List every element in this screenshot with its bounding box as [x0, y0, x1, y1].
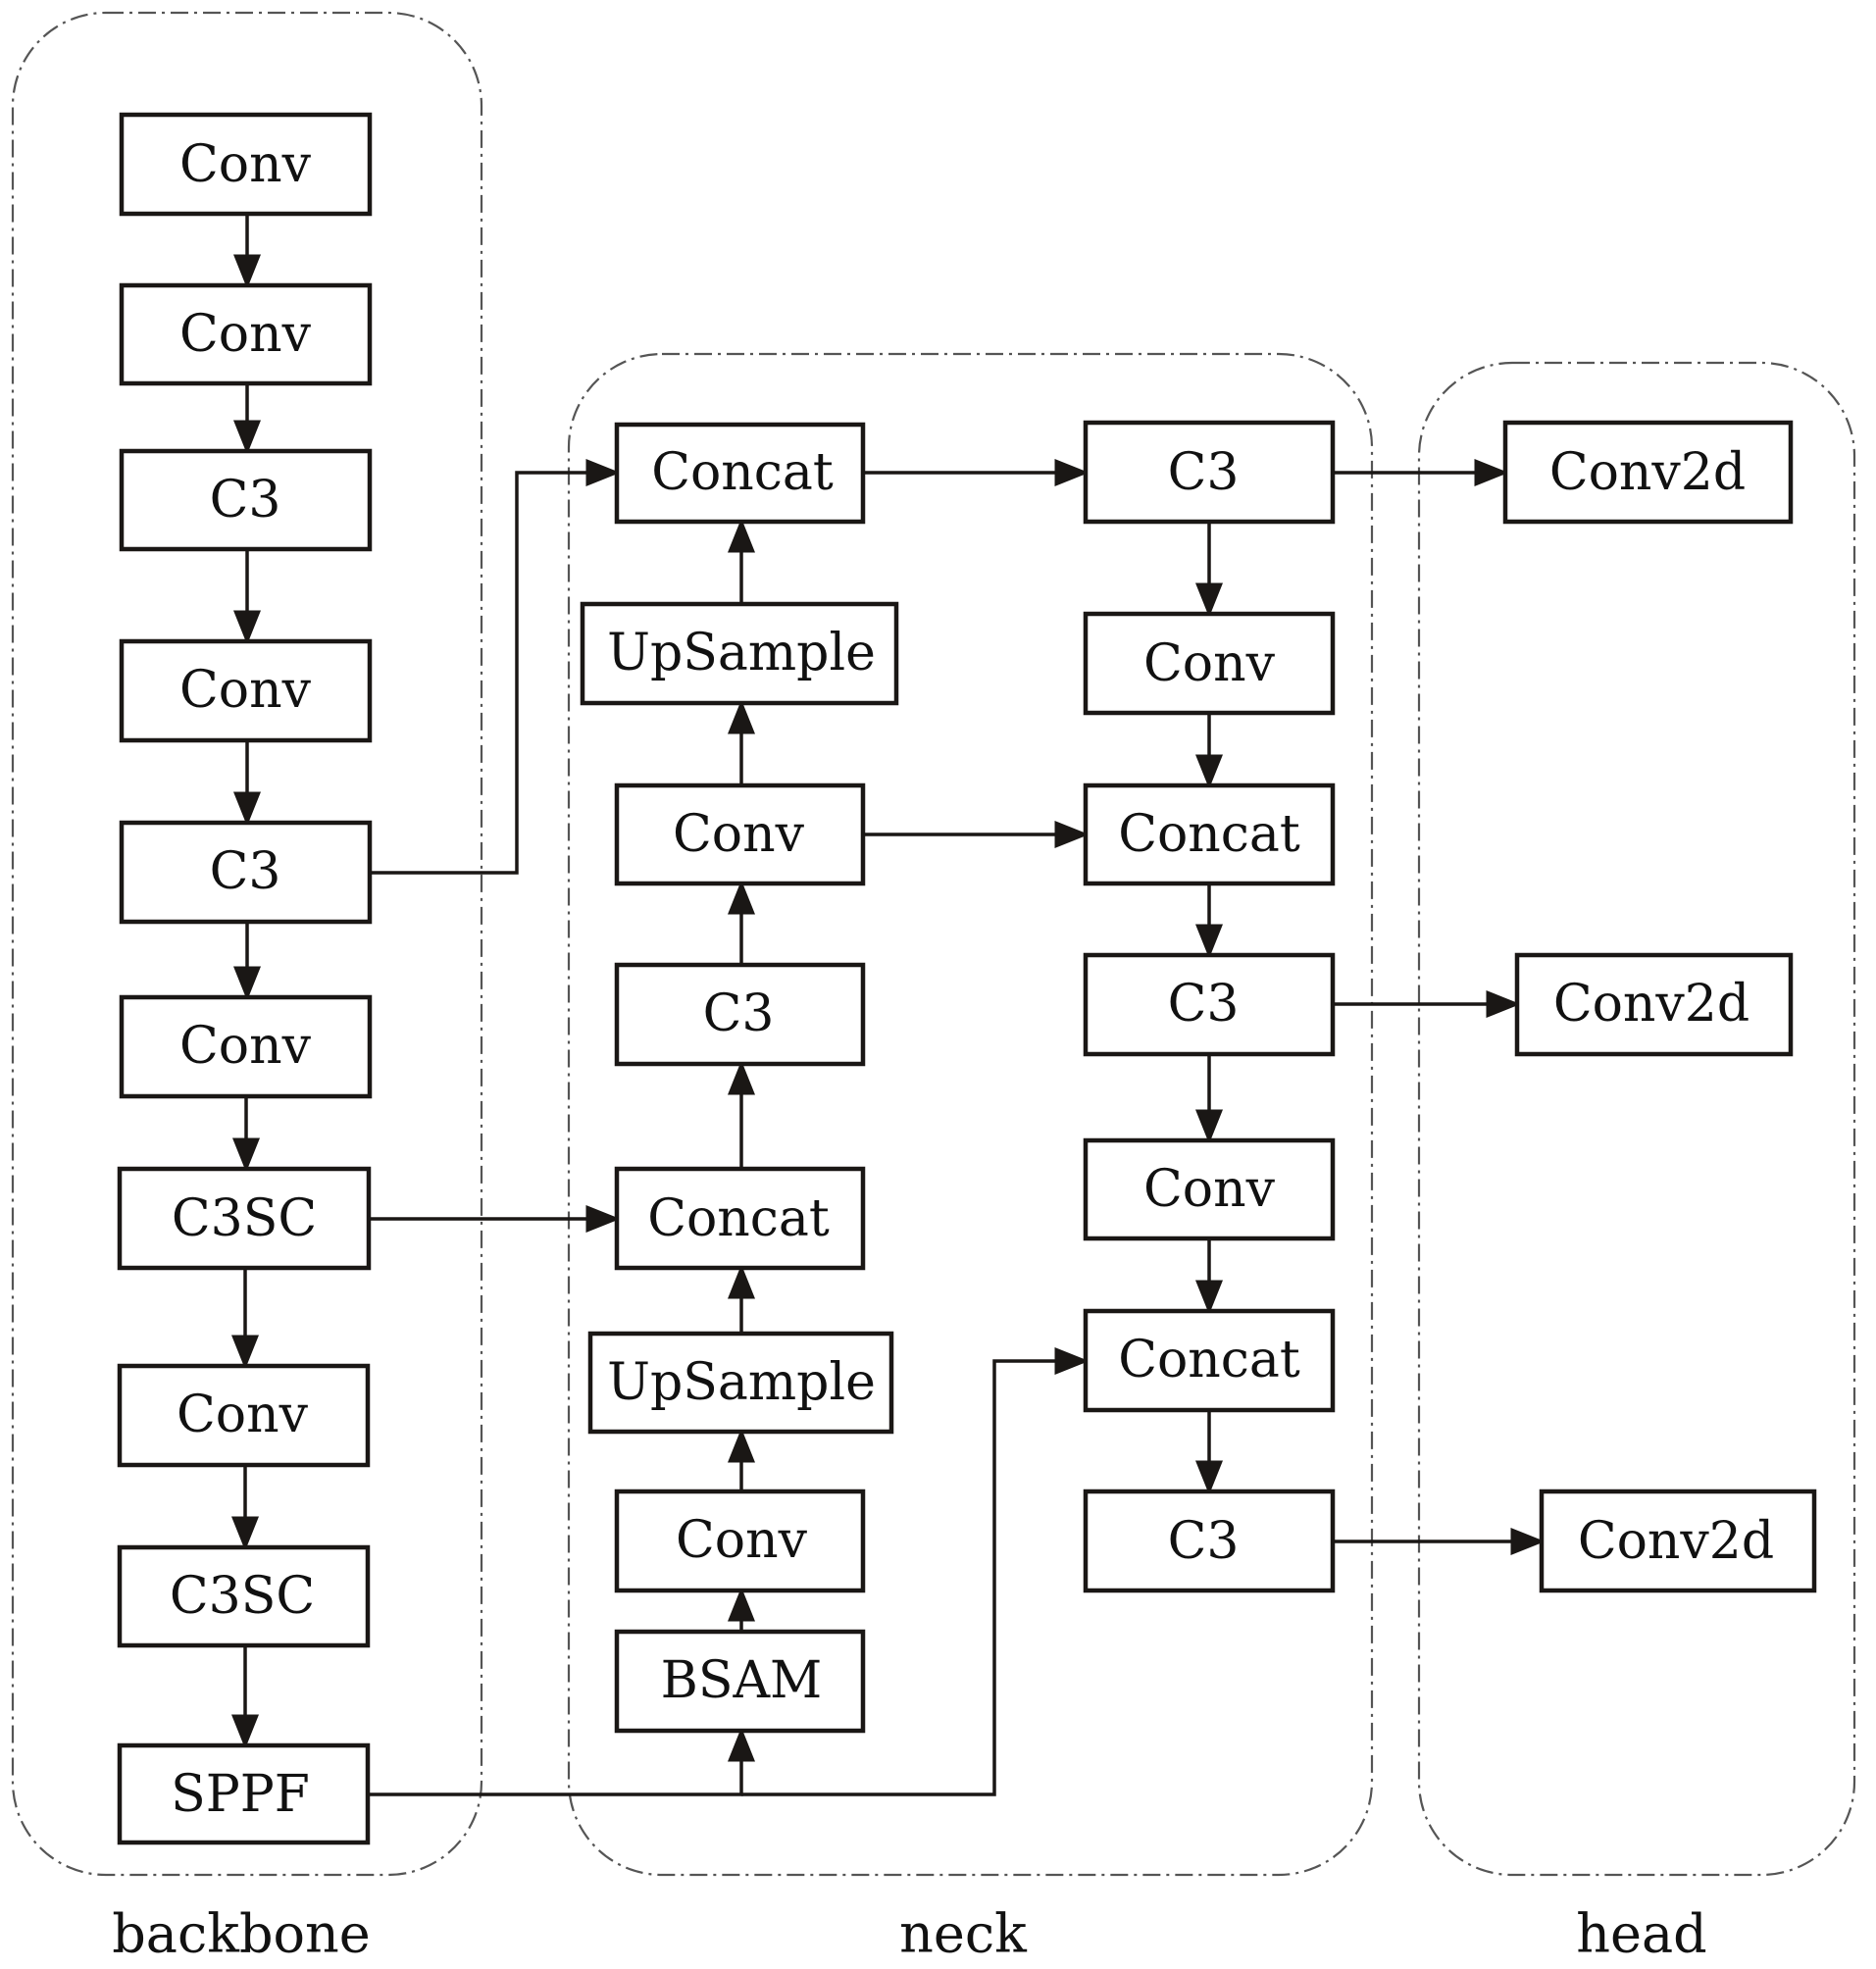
node-b1[interactable]: Conv: [119, 112, 373, 217]
edges: [231, 214, 1546, 1796]
region-backbone: backbone: [11, 11, 483, 1965]
node-label: Conv2d: [1578, 1512, 1774, 1571]
node-label: Conv: [1143, 634, 1276, 693]
node-b5[interactable]: C3: [119, 820, 373, 925]
node-b6[interactable]: Conv: [119, 994, 373, 1099]
node-label: C3: [210, 471, 281, 530]
node-b9[interactable]: C3SC: [117, 1544, 371, 1648]
node-m6[interactable]: Concat: [1083, 1308, 1336, 1413]
region-neck-border: [567, 352, 1374, 1877]
node-label: Conv: [179, 305, 312, 364]
node-b10[interactable]: SPPF: [117, 1742, 371, 1845]
node-b4[interactable]: Conv: [119, 638, 373, 743]
node-label: BSAM: [661, 1651, 823, 1710]
node-n7[interactable]: Conv: [614, 1489, 866, 1593]
node-label: Conv: [673, 805, 805, 864]
node-label: Conv: [179, 135, 312, 194]
node-n8[interactable]: BSAM: [614, 1629, 866, 1734]
region-head-border: [1417, 361, 1856, 1877]
node-h3[interactable]: Conv2d: [1539, 1489, 1817, 1593]
node-label: Conv2d: [1553, 975, 1749, 1034]
region-head-label: head: [1576, 1903, 1707, 1965]
node-label: UpSample: [607, 1353, 876, 1412]
node-label: Conv: [1143, 1160, 1276, 1219]
node-label: C3: [210, 842, 281, 901]
node-label: Conv: [177, 1386, 309, 1444]
node-m2[interactable]: Conv: [1083, 611, 1336, 716]
node-b2[interactable]: Conv: [119, 282, 373, 386]
node-label: C3SC: [172, 1189, 317, 1248]
region-neck: neck: [567, 352, 1374, 1965]
region-backbone-label: backbone: [112, 1903, 371, 1965]
node-label: Concat: [651, 443, 834, 502]
node-label: C3: [1168, 1512, 1240, 1571]
node-b7[interactable]: C3SC: [117, 1166, 372, 1271]
node-m7[interactable]: C3: [1083, 1489, 1336, 1593]
node-m3[interactable]: Concat: [1083, 783, 1336, 886]
node-label: SPPF: [171, 1765, 310, 1824]
region-neck-label: neck: [899, 1903, 1028, 1965]
node-m5[interactable]: Conv: [1083, 1137, 1336, 1241]
edge-b10-n8: [368, 1727, 755, 1796]
node-m4[interactable]: C3: [1083, 952, 1336, 1057]
node-label: C3: [1168, 975, 1240, 1034]
node-n6[interactable]: UpSample: [587, 1331, 894, 1435]
node-h2[interactable]: Conv2d: [1514, 952, 1794, 1057]
node-n1[interactable]: Concat: [614, 422, 866, 525]
node-h1[interactable]: Conv2d: [1502, 420, 1794, 525]
node-label: Conv2d: [1549, 443, 1746, 502]
node-b8[interactable]: Conv: [117, 1363, 371, 1468]
node-label: Concat: [1118, 1331, 1300, 1389]
edge-b10-m6: [741, 1347, 1090, 1796]
node-label: UpSample: [607, 624, 876, 682]
node-m1[interactable]: C3: [1083, 420, 1336, 525]
region-head: head: [1417, 361, 1856, 1965]
node-label: Conv: [179, 661, 312, 720]
node-label: Concat: [647, 1189, 830, 1248]
node-n5[interactable]: Concat: [614, 1166, 866, 1271]
node-n3[interactable]: Conv: [614, 783, 866, 886]
node-label: Conv: [179, 1017, 312, 1076]
node-label: Concat: [1118, 805, 1300, 864]
node-b3[interactable]: C3: [119, 448, 373, 552]
node-label: Conv: [676, 1511, 808, 1570]
node-n4[interactable]: C3: [614, 962, 866, 1067]
edge-b5-n1: [370, 459, 621, 875]
node-label: C3: [1168, 443, 1240, 502]
region-backbone-border: [11, 11, 483, 1877]
node-label: C3SC: [170, 1567, 315, 1626]
node-n2[interactable]: UpSample: [580, 601, 899, 706]
node-label: C3: [703, 984, 775, 1043]
